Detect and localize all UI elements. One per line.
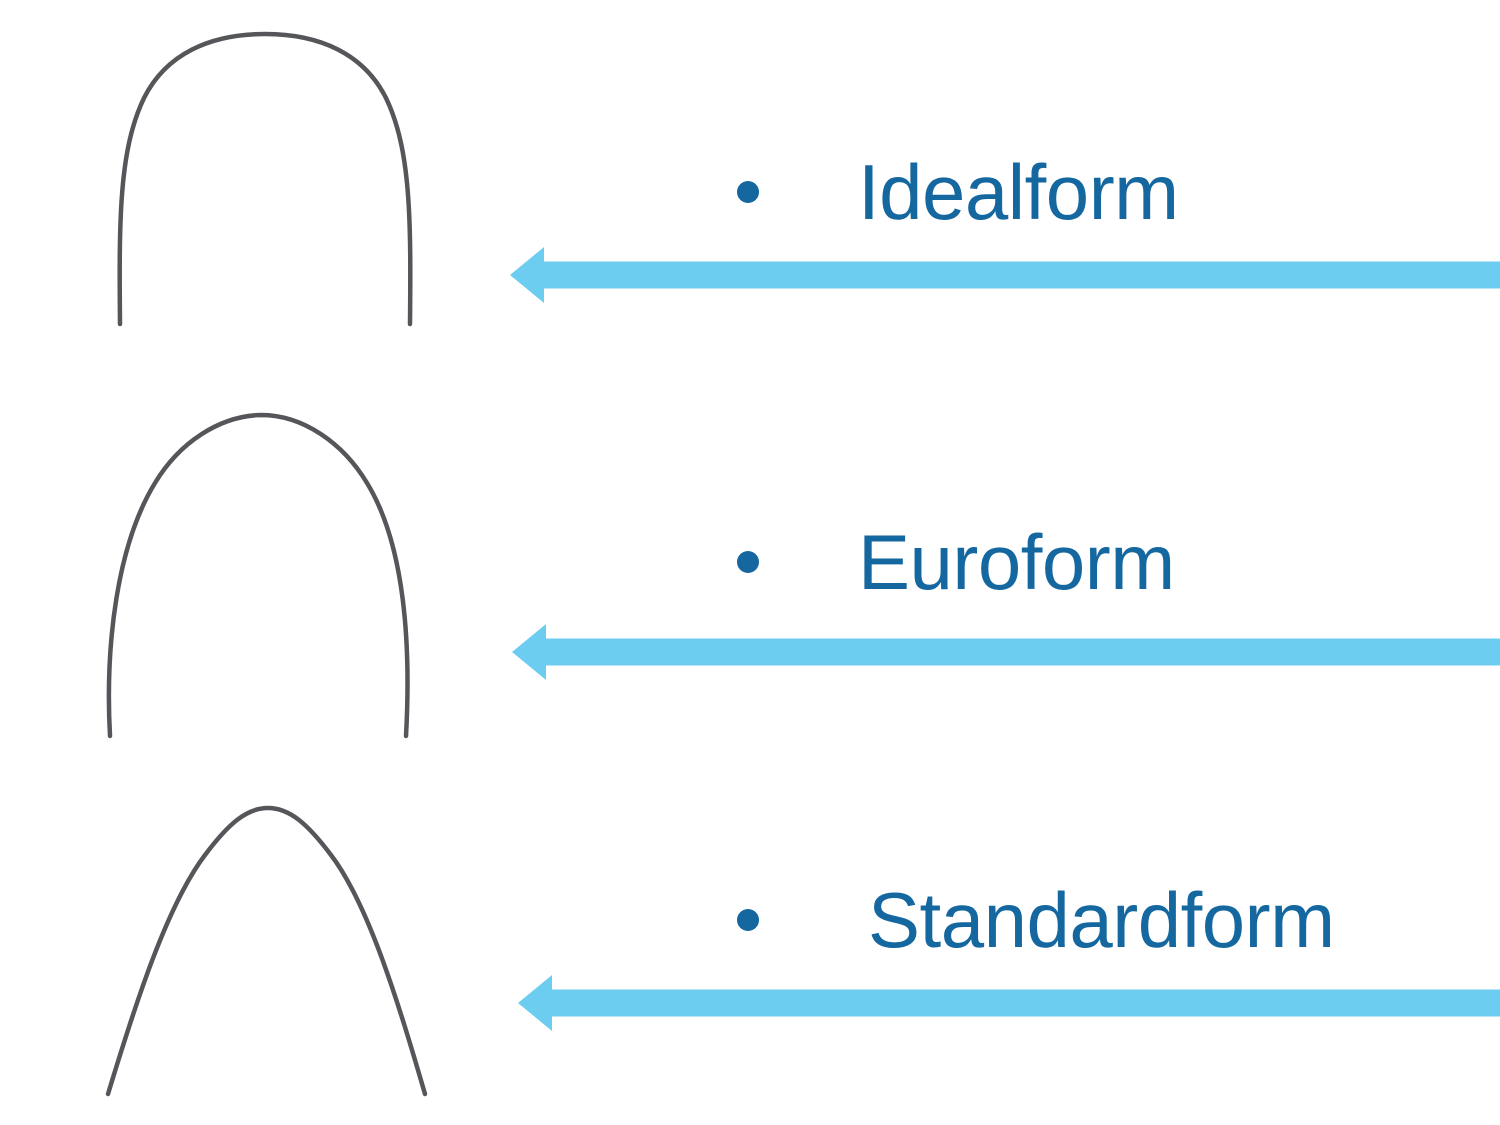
arrow-left-idealform-shape — [510, 247, 1500, 303]
archwire-standardform — [95, 795, 440, 1100]
bullet-label-idealform: Idealform — [858, 148, 1179, 236]
bullet-row-euroform: Euroform — [737, 523, 1175, 601]
bullet-dot-icon — [737, 909, 759, 931]
bullet-dot-icon — [737, 181, 759, 203]
archwire-euroform — [95, 405, 425, 740]
arrow-left-euroform — [512, 624, 1500, 680]
archwire-euroform-drawing — [106, 412, 410, 739]
archwire-standardform-drawing — [105, 805, 428, 1097]
archwire-idealform-drawing — [117, 31, 413, 327]
arrow-left-standardform-shape — [518, 975, 1500, 1031]
bullet-label-standardform: Standardform — [868, 876, 1335, 964]
bullet-dot-icon — [737, 551, 759, 573]
bullet-label-euroform: Euroform — [858, 518, 1175, 606]
arrow-left-standardform — [518, 975, 1500, 1031]
arrow-left-idealform — [510, 247, 1500, 303]
arrow-left-euroform-shape — [512, 624, 1500, 680]
bullet-row-standardform: Standardform — [737, 881, 1335, 959]
bullet-row-idealform: Idealform — [737, 153, 1179, 231]
archwire-idealform — [100, 20, 430, 340]
